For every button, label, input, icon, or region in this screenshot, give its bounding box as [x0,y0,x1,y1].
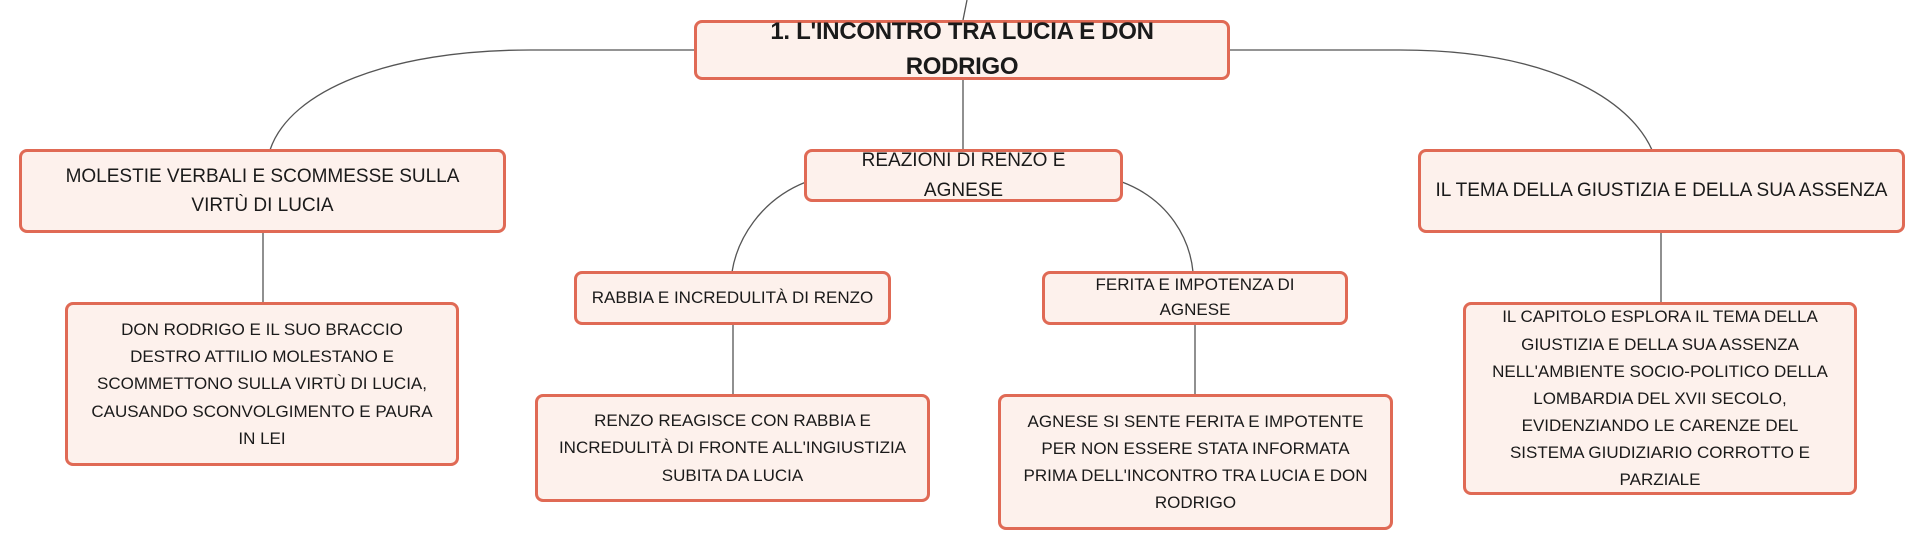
agnese-detail-label: AGNESE SI SENTE FERITA E IMPOTENTE PER N… [1023,411,1368,513]
renzo-node[interactable]: RABBIA E INCREDULITÀ DI RENZO [574,271,891,325]
renzo-detail-node[interactable]: RENZO REAGISCE CON RABBIA E INCREDULITÀ … [535,394,930,502]
branch-right-label: IL TEMA DELLA GIUSTIZIA E DELLA SUA ASSE… [1435,180,1888,202]
renzo-detail-label: RENZO REAGISCE CON RABBIA E INCREDULITÀ … [558,411,907,485]
branch-left-detail-label: DON RODRIGO E IL SUO BRACCIO DESTRO ATTI… [91,320,433,448]
agnese-label: FERITA E IMPOTENZA DI AGNESE [1095,275,1295,319]
branch-center-label: REAZIONI DI RENZO E AGNESE [861,150,1066,201]
connector-top-stub [962,0,968,21]
branch-right-node[interactable]: IL TEMA DELLA GIUSTIZIA E DELLA SUA ASSE… [1418,149,1905,233]
connector-center-to-renzo [731,181,807,273]
connector-center-to-agnese [1121,181,1194,273]
agnese-node[interactable]: FERITA E IMPOTENZA DI AGNESE [1042,271,1348,325]
branch-right-detail-label: IL CAPITOLO ESPLORA IL TEMA DELLA GIUSTI… [1492,307,1828,490]
branch-right-detail-node[interactable]: IL CAPITOLO ESPLORA IL TEMA DELLA GIUSTI… [1463,302,1857,495]
branch-center-node[interactable]: REAZIONI DI RENZO E AGNESE [804,149,1123,202]
root-node[interactable]: 1. L'INCONTRO TRA LUCIA E DON RODRIGO [694,18,1230,80]
root-node-label: 1. L'INCONTRO TRA LUCIA E DON RODRIGO [770,18,1154,80]
connector-root-to-left [269,49,695,151]
branch-left-label: MOLESTIE VERBALI E SCOMMESSE SULLA VIRTÙ… [65,165,460,216]
branch-left-detail-node[interactable]: DON RODRIGO E IL SUO BRACCIO DESTRO ATTI… [65,302,459,466]
renzo-label: RABBIA E INCREDULITÀ DI RENZO [591,287,874,307]
agnese-detail-node[interactable]: AGNESE SI SENTE FERITA E IMPOTENTE PER N… [998,394,1393,530]
connector-root-to-right [1227,49,1653,151]
branch-left-node[interactable]: MOLESTIE VERBALI E SCOMMESSE SULLA VIRTÙ… [19,149,506,233]
